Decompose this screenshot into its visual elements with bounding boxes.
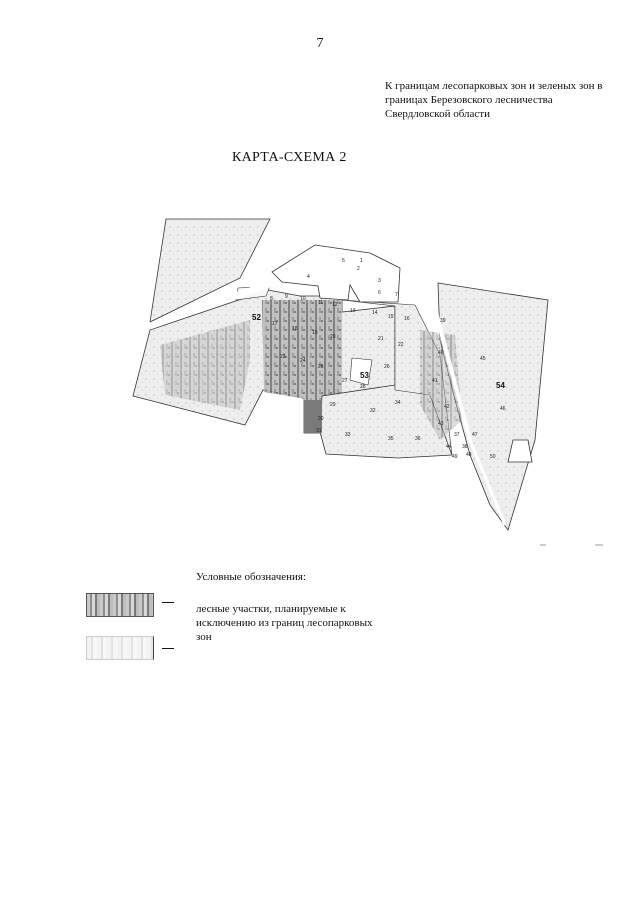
quarter-label-54: 54	[496, 381, 505, 390]
parcel-label: 21	[378, 336, 384, 342]
legend-dash	[162, 648, 174, 649]
legend-item-line-2: исключению из границ лесопарковых	[196, 617, 373, 629]
page-number: 7	[316, 36, 324, 51]
map-scheme: 52 53 54 1 2 3 4 5 6 7 8 9 10 11 12 13 1…	[132, 218, 603, 546]
parcel-label: 19	[312, 330, 318, 336]
parcel-label: 39	[440, 318, 446, 324]
road-northern-loop	[271, 244, 401, 303]
clearing-east	[507, 439, 533, 463]
parcel-label: 44	[446, 444, 452, 450]
parcel-label: 11	[318, 300, 323, 306]
parcel-label: 14	[372, 310, 378, 316]
parcel-label: 47	[472, 432, 478, 438]
header-note-line-2: границах Березовского лесничества	[385, 94, 553, 106]
legend-swatch-forest	[86, 636, 154, 660]
legend-item-line-3: зон	[196, 631, 212, 643]
parcel-label: 15	[388, 314, 394, 320]
parcel-label: 20	[330, 334, 336, 340]
parcel-label: 12	[332, 302, 338, 308]
parcel-label: 46	[500, 406, 506, 412]
quarter-label-53: 53	[360, 371, 369, 380]
excluded-area-east	[420, 330, 462, 440]
parcel-label: 18	[292, 326, 298, 332]
parcel-label: 6	[378, 290, 381, 296]
parcel-label: 24	[300, 358, 306, 364]
parcel-label: 3	[378, 278, 381, 284]
parcel-label: 32	[370, 408, 376, 414]
parcel-label: 9	[285, 294, 288, 300]
parcel-label: 41	[432, 378, 438, 384]
header-note-line-3: Свердловской области	[385, 108, 490, 120]
map-title: КАРТА-СХЕМА 2	[232, 150, 347, 165]
parcel-label: 7	[395, 292, 398, 298]
parcel-label: 1	[360, 258, 363, 264]
parcel-label: 5	[342, 258, 345, 264]
road-east	[428, 289, 472, 441]
parcel-label: 10	[300, 296, 306, 302]
clearing-center	[349, 357, 373, 386]
legend-item-line-1: лесные участки, планируемые к	[196, 603, 346, 615]
quarter-label-52: 52	[252, 313, 261, 322]
parcel-label: 27	[342, 378, 348, 384]
parcel-label: 31	[316, 428, 322, 434]
parcel-label: 23	[280, 354, 286, 360]
parcel-label: 16	[404, 316, 410, 322]
parcel-northwest	[149, 218, 271, 323]
legend-item-text: лесные участки, планируемые к исключению…	[196, 602, 386, 644]
parcel-label: 25	[318, 364, 324, 370]
parcel-label: 50	[490, 454, 496, 460]
parcel-label: 34	[395, 400, 401, 406]
parcel-label: 45	[480, 356, 486, 362]
parcel-label: 28	[360, 384, 366, 390]
parcel-label: 4	[307, 274, 310, 280]
parcel-label: 29	[330, 402, 336, 408]
excluded-area-west	[160, 320, 250, 410]
parcel-label: 2	[357, 266, 360, 272]
parcel-label: 43	[438, 421, 444, 427]
parcel-label: 49	[452, 454, 458, 460]
parcel-label: 42	[444, 404, 450, 410]
parcel-label: 26	[384, 364, 390, 370]
legend-swatch-excluded	[86, 593, 154, 617]
parcel-label: 35	[388, 436, 394, 442]
road-diagonal-1	[148, 278, 277, 330]
parcel-label: 30	[318, 416, 324, 422]
parcel-label: 17	[272, 321, 278, 327]
map-svg: 52 53 54 1 2 3 4 5 6 7 8 9 10 11 12 13 1…	[132, 218, 603, 546]
parcel-labels: 1 2 3 4 5 6 7 8 9 10 11 12 13 14 15 16 1…	[270, 258, 506, 460]
legend-dash	[162, 602, 174, 603]
parcel-label: 40	[438, 350, 444, 356]
excluded-area-central	[262, 300, 342, 405]
parcel-label: 36	[415, 436, 421, 442]
parcel-label: 38	[462, 444, 468, 450]
parcel-label: 37	[454, 432, 460, 438]
parcel-label: 33	[345, 432, 351, 438]
parcel-label: 8	[270, 296, 273, 302]
parcel-label: 22	[398, 342, 404, 348]
road-east-2	[468, 439, 507, 526]
header-note: К границам лесопарковых зон и зеленых зо…	[385, 79, 625, 121]
excluded-area-south	[304, 400, 322, 433]
parcel-label: 13	[350, 308, 356, 314]
legend-title: Условные обозначения:	[196, 571, 307, 583]
parcel-label: 48	[466, 452, 472, 458]
header-note-line-1: К границам лесопарковых зон и зеленых зо…	[385, 80, 603, 92]
